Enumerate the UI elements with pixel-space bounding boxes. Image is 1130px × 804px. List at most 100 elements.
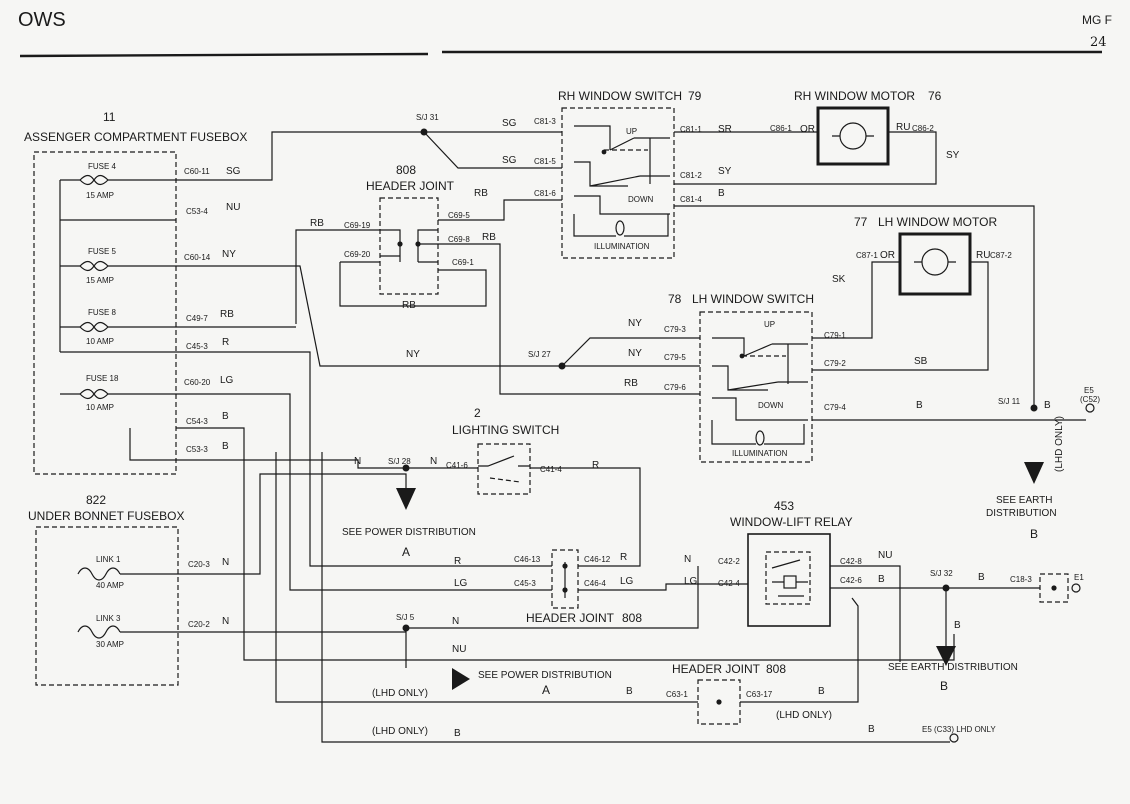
lh-window-switch: 78 LH WINDOW SWITCH UP DOWN ILLUMINATION <box>668 292 814 463</box>
conn-c81-3: C81-3 <box>534 117 556 126</box>
header-joint-808-node-a <box>397 241 403 247</box>
rh-switch-contacts <box>574 125 670 215</box>
wire-rb-c79-6: RB <box>624 378 638 389</box>
fuse-4-amp: 15 AMP <box>86 191 114 200</box>
header-joint-808-mid: HEADER JOINT 808 <box>526 549 642 625</box>
header-joint-808-mid-title: HEADER JOINT <box>526 611 615 625</box>
header-joint-808-mid-outline <box>551 549 579 609</box>
wire-nu-bottom: NU <box>452 644 466 655</box>
wire-b-lhd-bottom: B <box>454 728 461 739</box>
lhd-only-vertical: (LHD ONLY) <box>1054 416 1065 472</box>
conn-c60-11: C60-11 <box>184 167 210 176</box>
conn-c87-2: C87-2 <box>990 251 1012 260</box>
conn-c41-6: C41-6 <box>446 461 468 470</box>
splice-sj28-label: S/J 28 <box>388 457 411 466</box>
splice-sj27-label: S/J 27 <box>528 350 551 359</box>
wire-lg-c42-4: LG <box>684 576 698 587</box>
conn-c60-20: C60-20 <box>184 378 211 387</box>
rh-switch-illumination-leads <box>573 214 669 237</box>
lh-switch-pivot <box>739 353 745 359</box>
model-label: MG F <box>1082 13 1112 27</box>
earth-e1-node <box>1051 585 1057 591</box>
wire-sr: SR <box>718 124 732 135</box>
lighting-switch-linkage <box>489 477 521 483</box>
rh-switch-illum-label: ILLUMINATION <box>594 242 650 251</box>
lh-switch-down-label: DOWN <box>758 401 784 410</box>
conn-c20-3: C20-3 <box>188 560 210 569</box>
conn-c79-5: C79-5 <box>664 353 686 362</box>
see-earth-1-letter: B <box>1030 527 1038 541</box>
lh-switch-illum-label: ILLUMINATION <box>732 449 788 458</box>
conn-c69-5: C69-5 <box>448 211 470 220</box>
wire-lg-fuse18: LG <box>220 375 234 386</box>
conn-c81-4: C81-4 <box>680 195 702 204</box>
lh-switch-contacts <box>712 337 808 421</box>
earth-e5-label: E5 <box>1084 386 1094 395</box>
lhd-only-3: (LHD ONLY) <box>372 726 428 737</box>
lh-switch-illumination-leads <box>711 420 805 445</box>
wire-sy-rh-motor: SY <box>946 150 960 161</box>
rh-window-motor: RH WINDOW MOTOR 76 <box>794 89 942 166</box>
header-joint-808-low: HEADER JOINT 808 <box>672 662 786 725</box>
wire-b-sj32: B <box>978 572 985 583</box>
link-1-amp: 40 AMP <box>96 581 124 590</box>
wire-sg-fuse4: SG <box>226 166 241 177</box>
rh-switch-down-label: DOWN <box>628 195 654 204</box>
wire-ny-main: NY <box>406 349 420 360</box>
lh-window-switch-number: 78 <box>668 292 682 306</box>
conn-c49-7: C49-7 <box>186 314 208 323</box>
wire-nu-c42-8: NU <box>878 550 892 561</box>
see-earth-1-line1: SEE EARTH <box>996 495 1053 506</box>
conn-c45-3-relay: C45-3 <box>514 579 536 588</box>
see-earth-1-line2: DISTRIBUTION <box>986 508 1057 519</box>
rh-switch-illumination-bulb <box>615 220 625 236</box>
link-1-name: LINK 1 <box>96 555 121 564</box>
conn-c53-4: C53-4 <box>186 207 208 216</box>
wire-rb-c81-6: RB <box>474 188 488 199</box>
wire-sk: SK <box>832 274 846 285</box>
conn-c63-1: C63-1 <box>666 690 688 699</box>
fusebox-busbar <box>59 179 176 395</box>
conn-c63-17: C63-17 <box>746 690 773 699</box>
lh-window-switch-title: LH WINDOW SWITCH <box>692 292 814 306</box>
header-joint-808-bars <box>380 229 438 263</box>
earth-e5-c33-terminal <box>949 733 959 743</box>
fuse-4: FUSE 4 15 AMP <box>79 162 117 200</box>
window-lift-relay-frame <box>747 533 831 627</box>
wire-ru-rh-motor: RU <box>896 122 910 133</box>
see-power-2-letter: A <box>542 683 550 697</box>
conn-c42-6: C42-6 <box>840 576 862 585</box>
fuse-5-name: FUSE 5 <box>88 247 117 256</box>
window-lift-relay-number: 453 <box>774 499 794 513</box>
splice-sj11-label: S/J 11 <box>998 397 1021 406</box>
conn-c79-4: C79-4 <box>824 403 846 412</box>
window-lift-relay: 453 WINDOW-LIFT RELAY <box>730 499 853 627</box>
fuse-5-symbol <box>79 260 109 272</box>
wire-rb-fuse8: RB <box>220 309 234 320</box>
lh-window-switch-outline <box>699 311 813 463</box>
fuse-4-symbol <box>79 174 109 186</box>
header-joint-808-outline <box>379 197 439 295</box>
wire-or-rh-motor: OR <box>800 124 815 135</box>
lh-window-motor-title: LH WINDOW MOTOR <box>878 215 997 229</box>
fuse-8-symbol <box>79 321 109 333</box>
conn-c42-8: C42-8 <box>840 557 862 566</box>
wire-b-c63-1: B <box>626 686 633 697</box>
see-earth-2-letter: B <box>940 679 948 693</box>
fuse-5-amp: 15 AMP <box>86 276 114 285</box>
wire-n-sj28-right: N <box>430 456 437 467</box>
earth-e5-c33-label: E5 (C33) LHD ONLY <box>922 725 996 734</box>
wire-sg-c81-5: SG <box>502 155 517 166</box>
header-joint-808-top: 808 HEADER JOINT <box>366 163 455 295</box>
conn-c54-3: C54-3 <box>186 417 208 426</box>
conn-c69-19: C69-19 <box>344 221 371 230</box>
fuse-8: FUSE 8 10 AMP <box>79 308 117 346</box>
wire-ny-c79-3: NY <box>628 318 642 329</box>
see-power-1-letter: A <box>402 545 410 559</box>
rh-switch-pivot <box>601 149 607 155</box>
conn-c81-5: C81-5 <box>534 157 556 166</box>
wire-n-c42-2: N <box>684 554 691 565</box>
fuse-5: FUSE 5 15 AMP <box>79 247 117 285</box>
wire-b-e5-c33: B <box>868 724 875 735</box>
